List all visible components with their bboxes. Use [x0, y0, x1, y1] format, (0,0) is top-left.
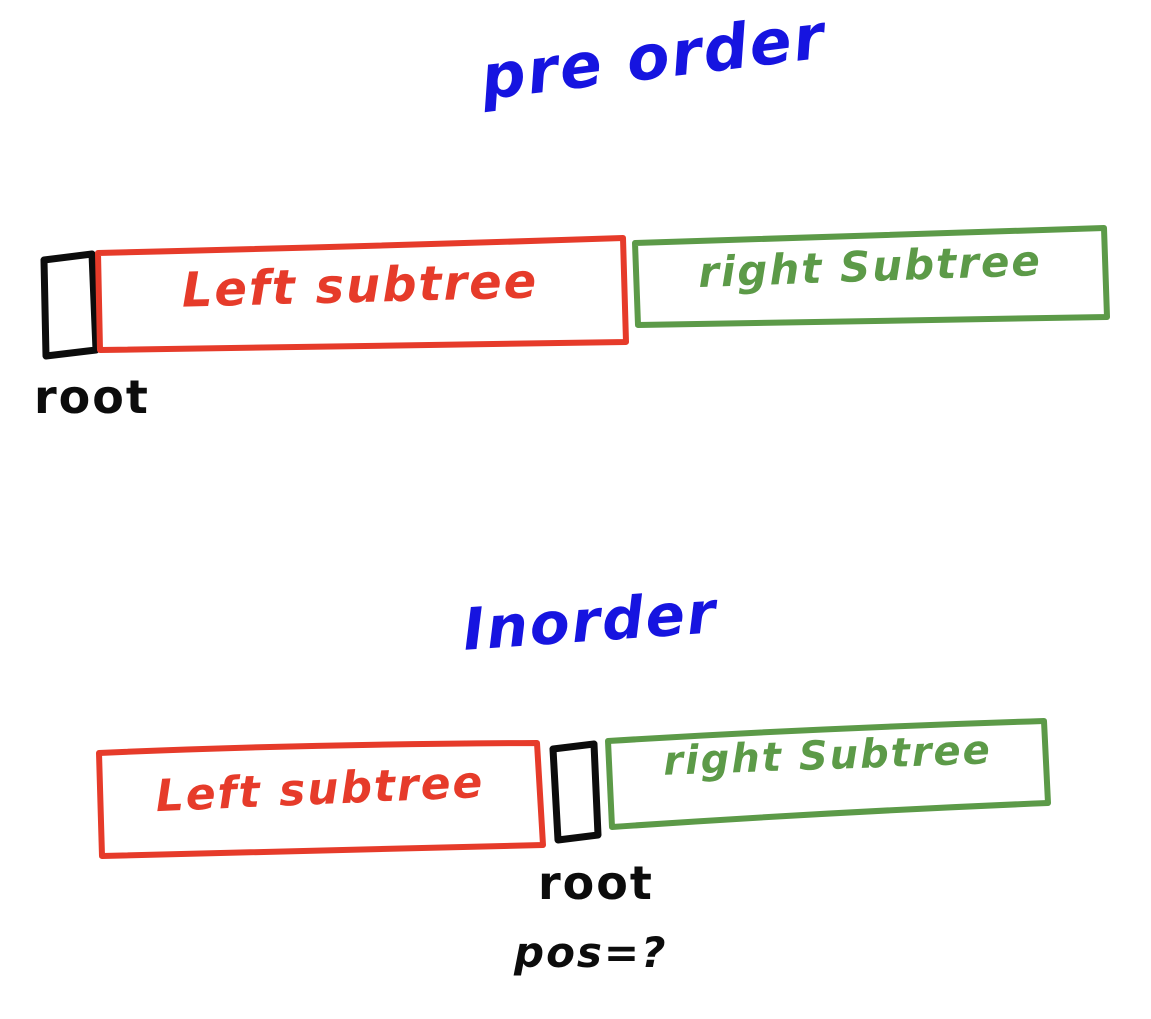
preorder-root-box	[40, 250, 100, 360]
preorder-left-subtree-label: Left subtree	[181, 253, 539, 319]
inorder-title: Inorder	[460, 578, 720, 664]
inorder-right-subtree-box	[605, 718, 1051, 830]
inorder-root-label: root	[538, 856, 654, 910]
inorder-root-box	[549, 740, 602, 844]
inorder-pos-annotation: pos=?	[514, 928, 668, 977]
preorder-right-subtree-box	[632, 225, 1110, 328]
preorder-root-label: root	[34, 370, 150, 424]
inorder-left-subtree-box	[96, 740, 546, 859]
preorder-left-subtree-box	[95, 235, 629, 353]
